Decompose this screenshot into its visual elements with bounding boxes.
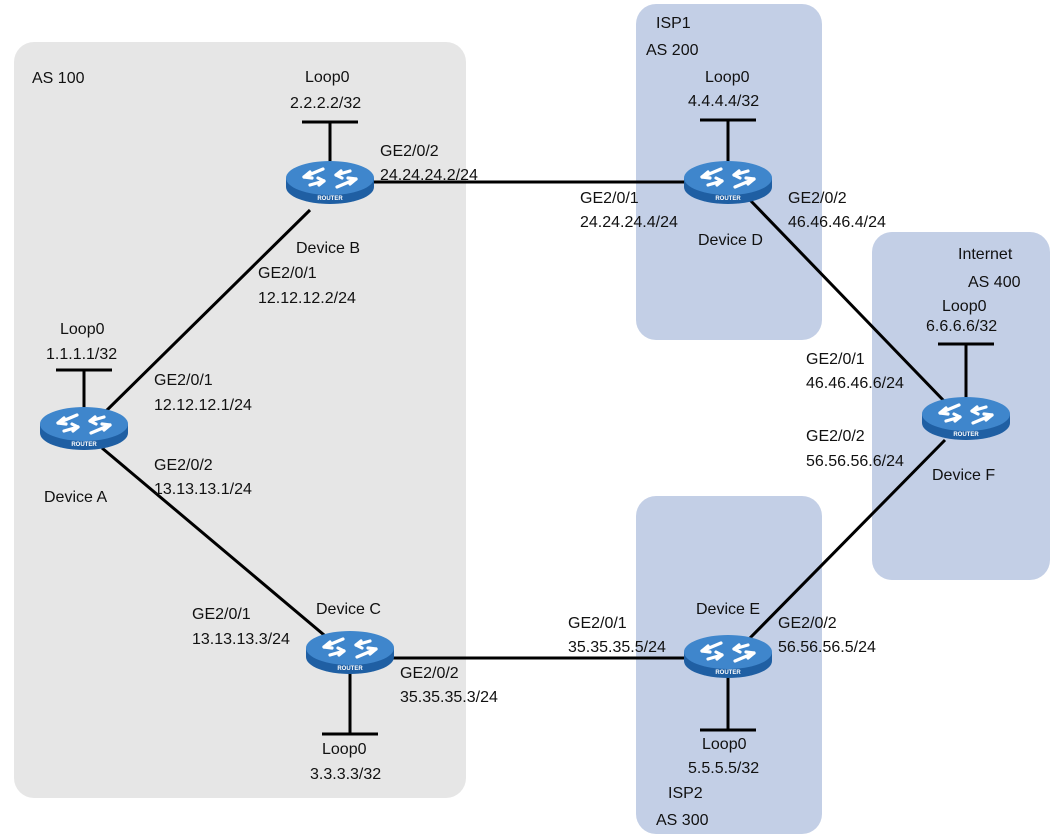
link-d-f-f-ip: 46.46.46.6/24 (806, 375, 904, 392)
router-icon: ROUTER (284, 159, 376, 206)
link-a-c (101, 446, 331, 642)
link-b-d-b-interface: GE2/0/2 (380, 143, 439, 160)
router-icon: ROUTER (682, 159, 774, 206)
link-b-d-d-interface: GE2/0/1 (580, 190, 639, 207)
device-a-name: Device A (44, 489, 107, 506)
link-b-d-b-ip: 24.24.24.2/24 (380, 167, 478, 184)
isp2-region-label: ISP2 (668, 785, 703, 802)
link-d-f (748, 198, 947, 404)
router-icon: ROUTER (38, 405, 130, 452)
isp1-as-label: AS 200 (646, 42, 699, 59)
link-e-f-f-interface: GE2/0/2 (806, 428, 865, 445)
link-a-b (100, 208, 312, 417)
device-a-loop-label: Loop0 (60, 321, 105, 338)
link-d-f-f-interface: GE2/0/1 (806, 351, 865, 368)
internet-region-label: Internet (958, 246, 1013, 263)
link-a-b-b-interface: GE2/0/1 (258, 265, 317, 282)
device-d-name: Device D (698, 232, 763, 249)
link-e-f-f-ip: 56.56.56.6/24 (806, 453, 904, 470)
router-e-label: ROUTER (715, 670, 741, 676)
internet-as-label: AS 400 (968, 274, 1021, 291)
router-c-label: ROUTER (337, 666, 363, 672)
link-a-c-a-interface: GE2/0/2 (154, 457, 213, 474)
device-e-loop-ip: 5.5.5.5/32 (688, 760, 759, 777)
router-icon: ROUTER (920, 395, 1012, 442)
link-d-f-d-ip: 46.46.46.4/24 (788, 214, 886, 231)
device-e-name: Device E (696, 601, 760, 618)
device-f-loop-label: Loop0 (942, 298, 987, 315)
router-a-label: ROUTER (71, 442, 97, 448)
device-a-loop-ip: 1.1.1.1/32 (46, 346, 117, 363)
link-d-f-d-interface: GE2/0/2 (788, 190, 847, 207)
device-b-loop-label: Loop0 (305, 69, 350, 86)
link-b-d-d-ip: 24.24.24.4/24 (580, 214, 678, 231)
device-c-loop-label: Loop0 (322, 741, 367, 758)
link-a-b-a-interface: GE2/0/1 (154, 372, 213, 389)
link-c-e-e-interface: GE2/0/1 (568, 615, 627, 632)
router-icon: ROUTER (682, 633, 774, 680)
link-e-f-e-ip: 56.56.56.5/24 (778, 639, 876, 656)
device-d-loop-label: Loop0 (705, 69, 750, 86)
as100-region-label: AS 100 (32, 70, 85, 87)
link-e-f-e-interface: GE2/0/2 (778, 615, 837, 632)
device-b-loop-ip: 2.2.2.2/32 (290, 95, 361, 112)
router-b-label: ROUTER (317, 196, 343, 202)
device-c-loop-ip: 3.3.3.3/32 (310, 766, 381, 783)
link-a-c-c-ip: 13.13.13.3/24 (192, 631, 290, 648)
link-c-e-c-interface: GE2/0/2 (400, 665, 459, 682)
link-a-c-a-ip: 13.13.13.1/24 (154, 481, 252, 498)
device-f-name: Device F (932, 467, 995, 484)
as100-region (14, 42, 466, 798)
link-c-e-c-ip: 35.35.35.3/24 (400, 689, 498, 706)
link-a-b-b-ip: 12.12.12.2/24 (258, 290, 356, 307)
isp1-region-label: ISP1 (656, 15, 691, 32)
link-c-e-e-ip: 35.35.35.5/24 (568, 639, 666, 656)
isp2-as-label: AS 300 (656, 812, 709, 829)
device-f-loop-ip: 6.6.6.6/32 (926, 318, 997, 335)
device-c-name: Device C (316, 601, 381, 618)
router-f-label: ROUTER (953, 432, 979, 438)
device-b-name: Device B (296, 240, 360, 257)
device-d-loop-ip: 4.4.4.4/32 (688, 93, 759, 110)
router-d-label: ROUTER (715, 196, 741, 202)
link-e-f (748, 438, 947, 640)
link-a-b-a-ip: 12.12.12.1/24 (154, 397, 252, 414)
router-icon: ROUTER (304, 629, 396, 676)
device-e-loop-label: Loop0 (702, 736, 747, 753)
link-a-c-c-interface: GE2/0/1 (192, 606, 251, 623)
